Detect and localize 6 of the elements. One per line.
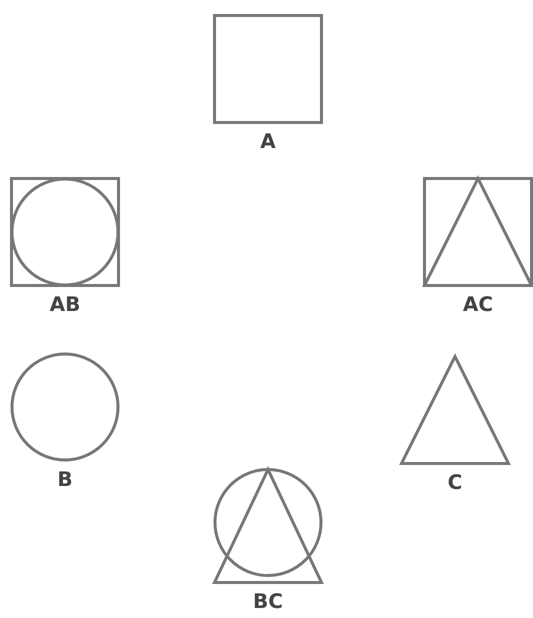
shape-label: BC	[253, 590, 283, 612]
shape-label: AC	[462, 293, 494, 315]
shape-label: AB	[50, 293, 80, 315]
shape-label: C	[448, 471, 462, 493]
shape-label: A	[260, 130, 276, 152]
shape-label: B	[57, 468, 73, 490]
